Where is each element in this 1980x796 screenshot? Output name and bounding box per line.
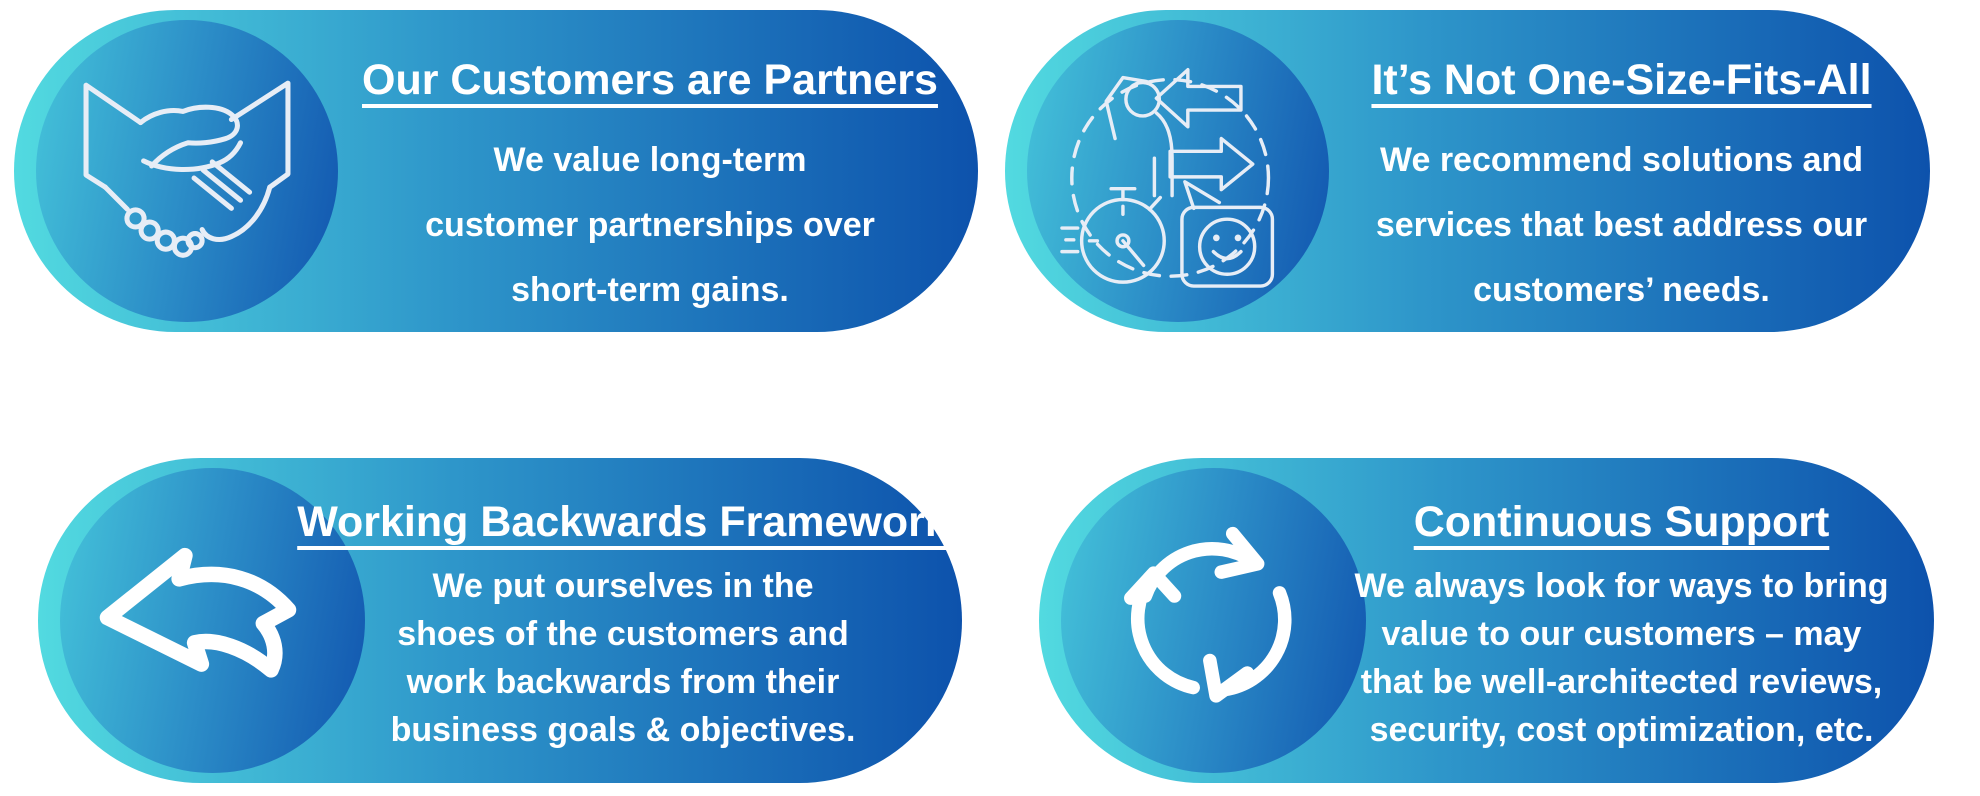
body-line: that be well-architected reviews, xyxy=(1360,663,1883,701)
card-text-block: Continuous Support We always look for wa… xyxy=(1319,496,1924,783)
backwards-arrow-icon xyxy=(99,547,296,678)
icon-circle xyxy=(1027,20,1329,322)
handshake-icon xyxy=(83,80,291,258)
card-continuous-support: Continuous Support We always look for wa… xyxy=(1039,458,1934,783)
card-body: We value long-term customer partnerships… xyxy=(425,128,875,323)
body-line: We recommend solutions and xyxy=(1379,141,1863,179)
card-our-customers-are-partners: Our Customers are Partners We value long… xyxy=(14,10,978,332)
body-line: services that best address our xyxy=(1375,206,1868,244)
card-body: We always look for ways to bring value t… xyxy=(1354,562,1888,754)
icon-circle xyxy=(36,20,338,322)
body-line: short-term gains. xyxy=(511,271,789,309)
body-line: customers’ needs. xyxy=(1473,271,1770,309)
continuous-cycle-icon xyxy=(1123,526,1292,703)
icon-circle xyxy=(1061,468,1366,773)
card-title: Continuous Support xyxy=(1413,498,1830,546)
card-title: It’s Not One-Size-Fits-All xyxy=(1371,56,1872,104)
card-text-block: It’s Not One-Size-Fits-All We recommend … xyxy=(1325,54,1918,332)
card-body: We put ourselves in the shoes of the cus… xyxy=(391,562,856,754)
card-title: Our Customers are Partners xyxy=(362,56,938,104)
body-line: We put ourselves in the xyxy=(432,567,814,605)
card-body: We recommend solutions and services that… xyxy=(1376,128,1867,323)
card-title: Working Backwards Framework xyxy=(297,498,949,546)
body-line: value to our customers – may xyxy=(1381,615,1862,653)
body-line: We always look for ways to bring xyxy=(1354,567,1889,605)
body-line: customer partnerships over xyxy=(425,206,875,244)
card-text-block: Our Customers are Partners We value long… xyxy=(334,54,966,332)
body-line: work backwards from their xyxy=(406,663,840,701)
body-line: business goals & objectives. xyxy=(390,711,856,749)
tailored-solutions-icon xyxy=(1060,67,1275,288)
body-line: shoes of the customers and xyxy=(397,615,849,653)
body-line: We value long-term xyxy=(493,141,807,179)
card-text-block: Working Backwards Framework We put ourse… xyxy=(288,496,958,783)
icon-circle xyxy=(60,468,365,773)
card-working-backwards-framework: Working Backwards Framework We put ourse… xyxy=(38,458,962,783)
body-line: security, cost optimization, etc. xyxy=(1369,711,1874,749)
card-not-one-size-fits-all: It’s Not One-Size-Fits-All We recommend … xyxy=(1005,10,1930,332)
